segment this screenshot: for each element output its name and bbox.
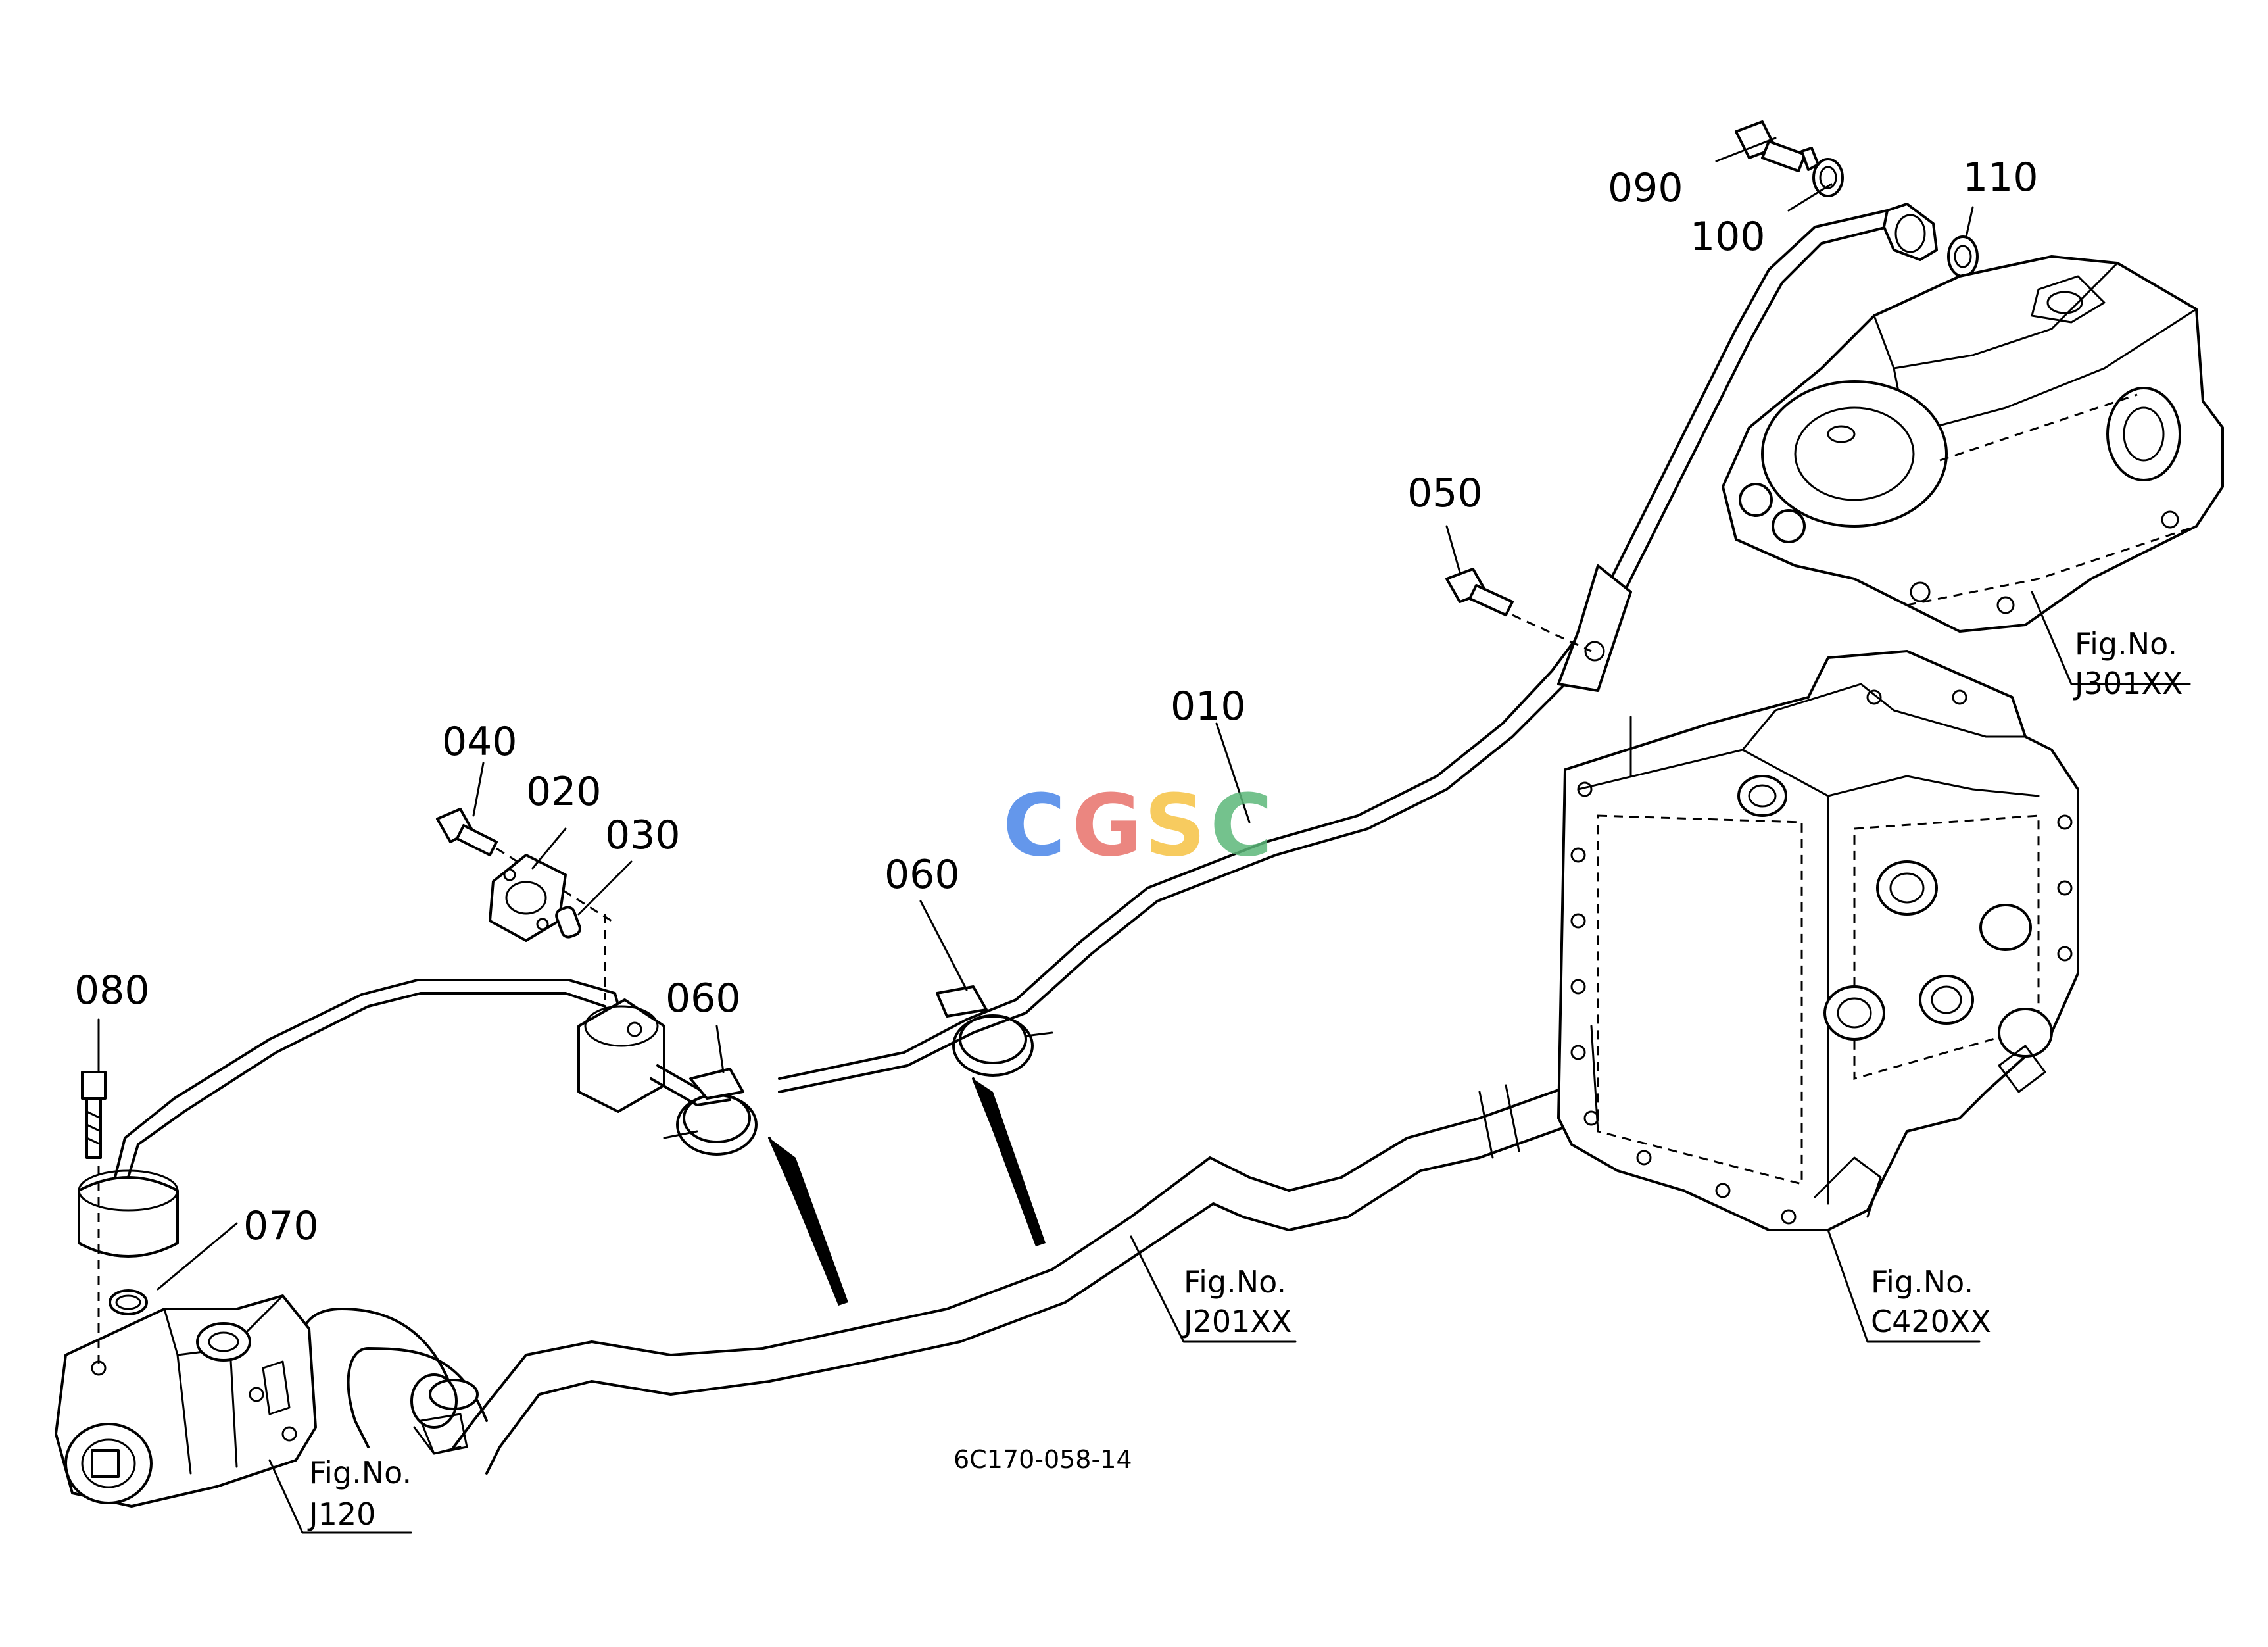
bolt-050 [1445, 568, 1592, 652]
ref-j201xx-label: Fig.No. [1184, 1264, 1286, 1300]
ref-j120-label: Fig.No. [309, 1455, 412, 1490]
ref-c420xx-label: Fig.No. [1871, 1264, 1973, 1300]
washer-100 [1812, 158, 1844, 197]
hose-elbow [299, 1308, 488, 1455]
o-ring-030 [555, 906, 606, 1000]
washer-110 [1947, 235, 1979, 278]
part-label-020: 020 [526, 769, 602, 815]
ref-j301xx-label: Fig.No. [2075, 626, 2177, 662]
banjo-fitting [1883, 203, 1938, 261]
drawing-code: 6C170-058-14 [953, 1445, 1132, 1474]
ref-j120-number: J120 [307, 1496, 375, 1532]
flange-plate-020 [489, 854, 567, 942]
leader-lines [97, 137, 2191, 1534]
part-label-010: 010 [1170, 683, 1246, 729]
bolt-080 [81, 1071, 107, 1159]
pipe-block [78, 1118, 179, 1368]
pipe-bracket [1557, 564, 1632, 692]
clamp-060-a [663, 1068, 758, 1156]
ref-c420xx: Fig.No. C420XX [1871, 1264, 1991, 1339]
part-label-110: 110 [1963, 155, 2039, 201]
part-label-050: 050 [1407, 470, 1483, 516]
watermark-letter-1: C [1003, 775, 1065, 875]
hydraulic-pump [55, 1294, 317, 1508]
watermark-logo: C G S C [1003, 775, 1272, 875]
pump-hose-clamp [410, 1373, 462, 1455]
part-label-070: 070 [243, 1203, 319, 1249]
transmission-case [1557, 650, 2079, 1231]
bolt-040 [436, 808, 612, 922]
flange-block [577, 998, 738, 1113]
pipe-010 [778, 209, 1889, 1093]
hydraulic-cylinder-case [1722, 255, 2224, 633]
part-label-040: 040 [442, 719, 518, 765]
ref-j120: Fig.No. J120 [307, 1455, 412, 1532]
ref-j301xx: Fig.No. J301XX [2073, 626, 2183, 701]
part-label-060-upper: 060 [884, 852, 960, 898]
watermark-letter-2: G [1072, 775, 1142, 875]
part-label-090: 090 [1608, 165, 1683, 211]
o-ring-070 [109, 1289, 148, 1315]
part-label-100: 100 [1690, 214, 1766, 260]
watermark-letter-4: C [1210, 775, 1272, 875]
part-label-060-lower: 060 [665, 975, 741, 1021]
part-label-080: 080 [74, 968, 150, 1014]
watermark-letter-3: S [1144, 775, 1206, 875]
banjo-bolt-090 [1735, 120, 1820, 172]
part-label-030: 030 [605, 812, 681, 858]
ref-c420xx-number: C420XX [1871, 1304, 1991, 1339]
clamp-060-b [936, 985, 1053, 1077]
ref-j201xx-number: J201XX [1182, 1304, 1291, 1339]
ref-j201xx: Fig.No. J201XX [1182, 1264, 1291, 1339]
ref-j301xx-number: J301XX [2073, 666, 2183, 701]
clamp-arrows [768, 1077, 1046, 1306]
return-pipe [114, 979, 629, 1179]
suction-hose [452, 1084, 1573, 1475]
